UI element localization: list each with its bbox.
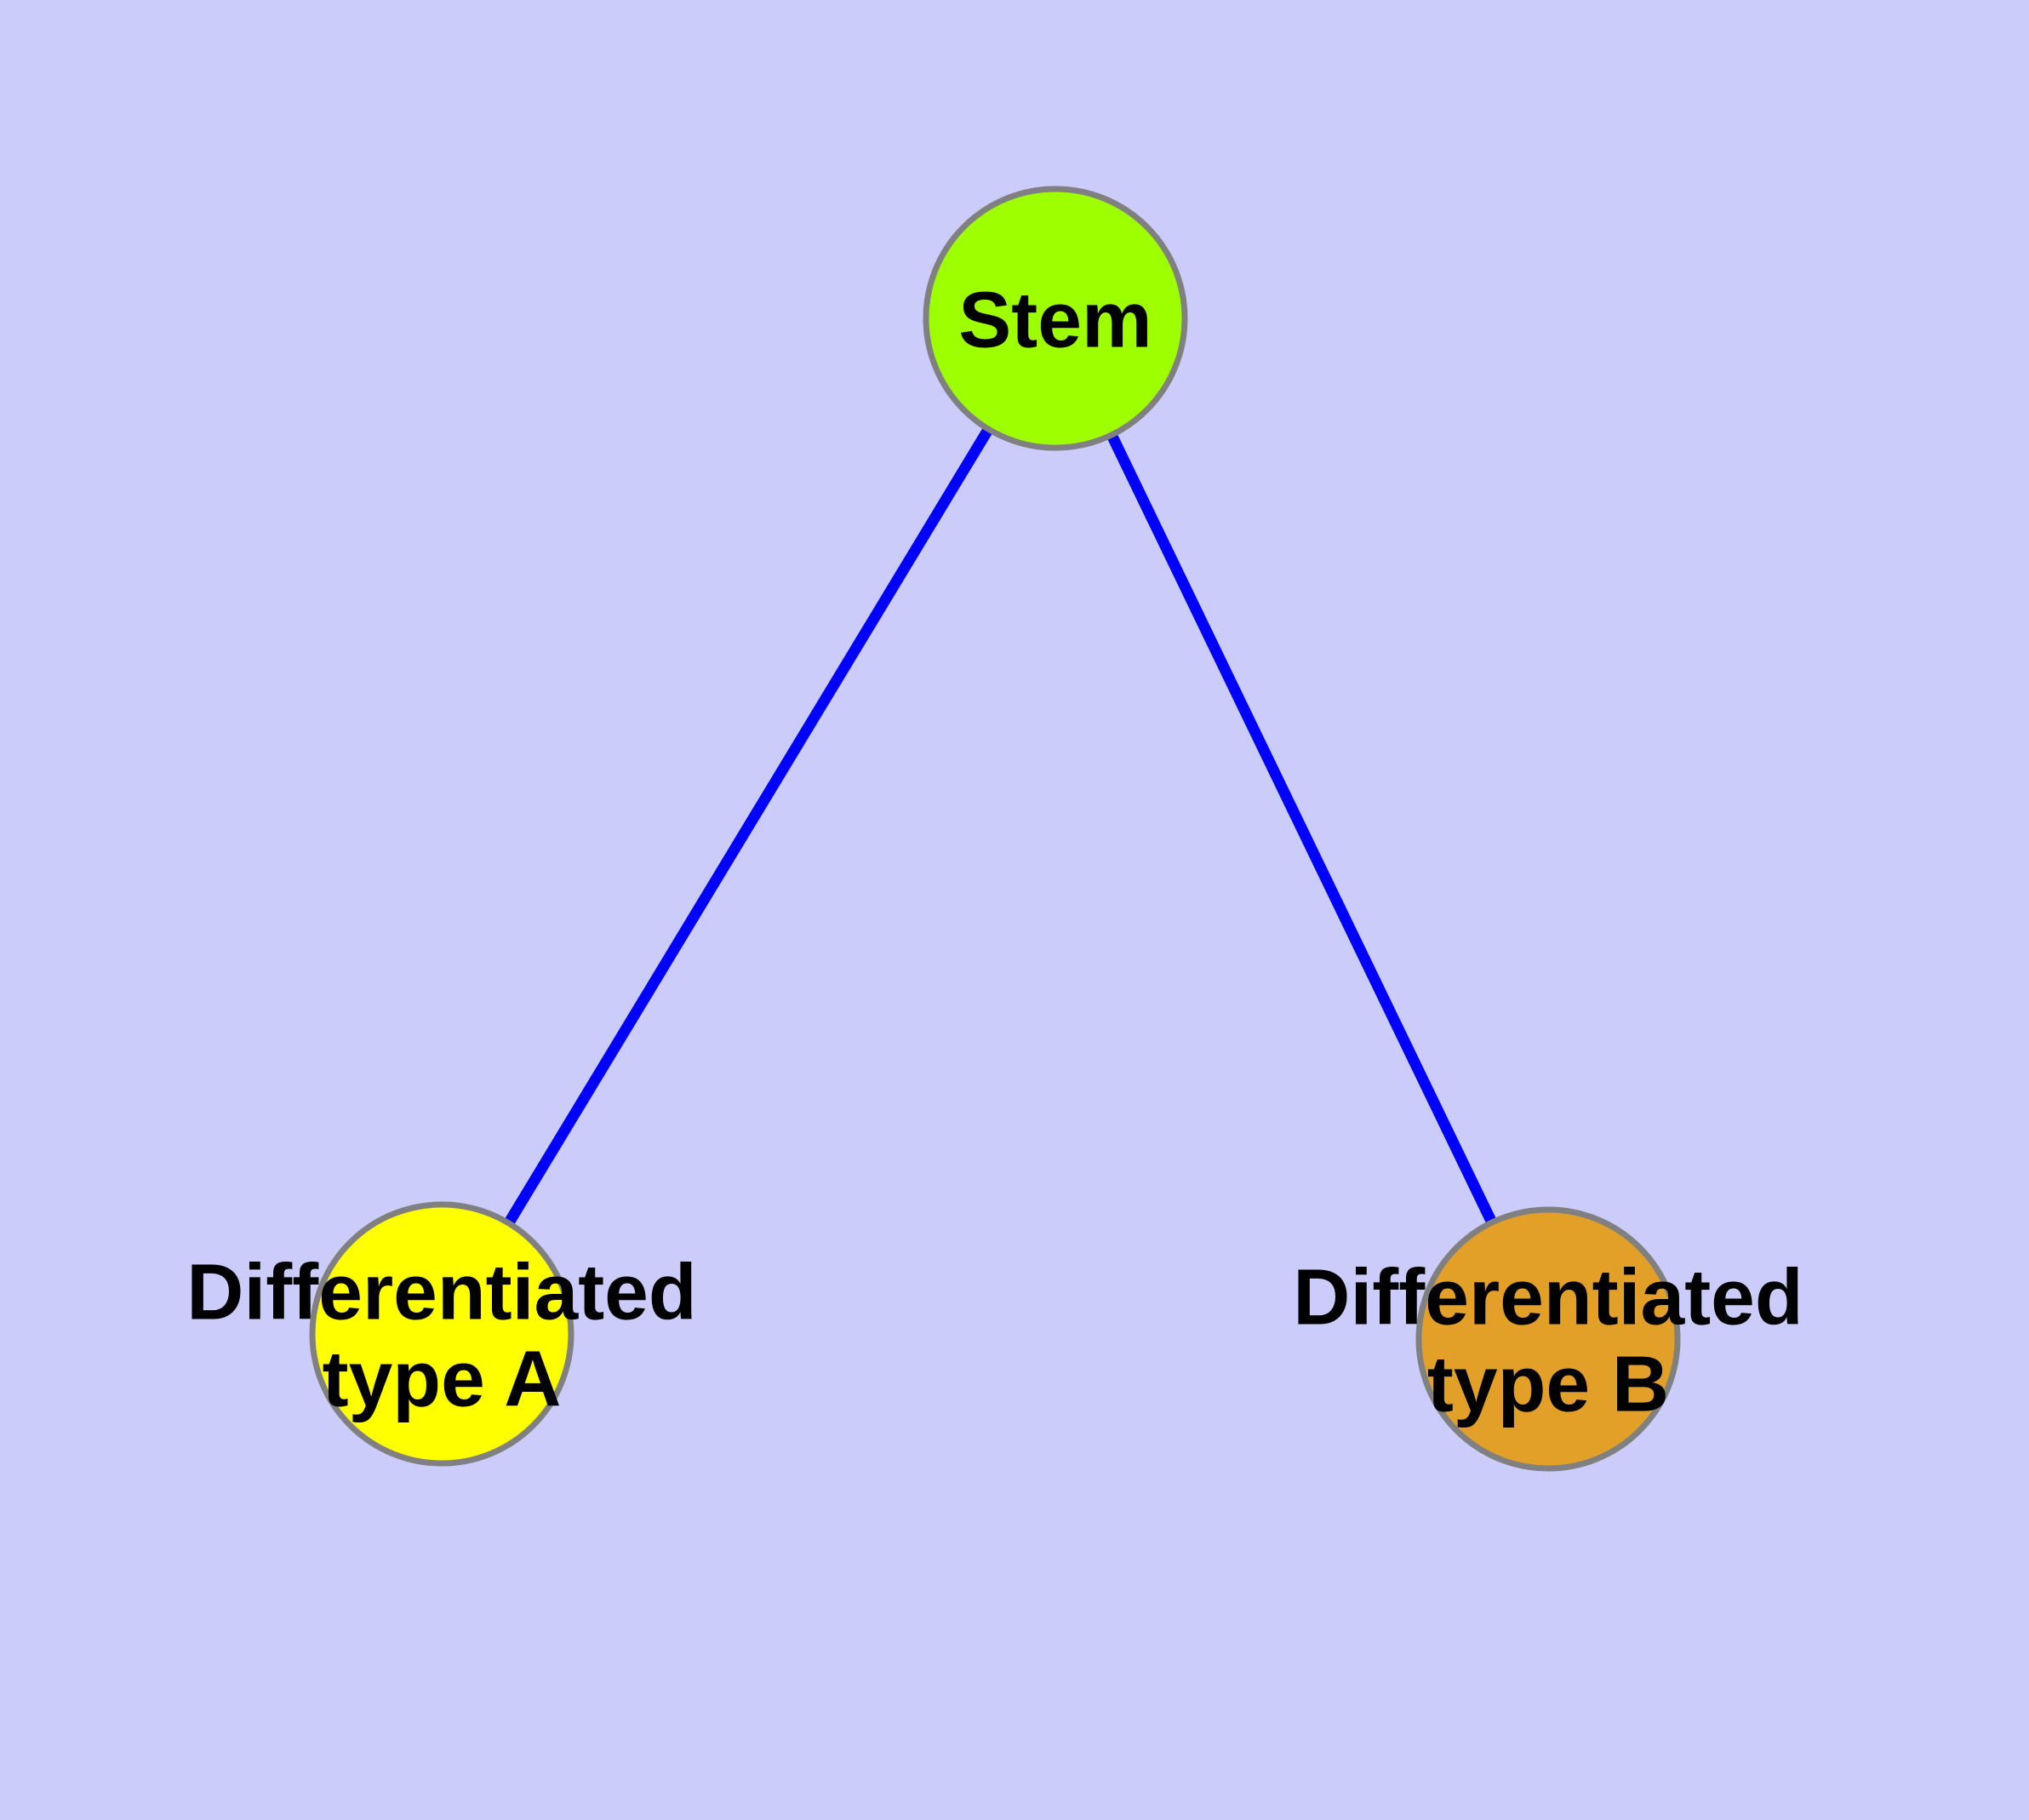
node-differentiated-type-a-circle[interactable] (309, 1201, 574, 1467)
node-differentiated-type-a[interactable] (309, 1201, 574, 1467)
label-line: type B (1427, 1339, 1669, 1428)
node-stem-label: Stem (958, 275, 1152, 363)
label-line: Differentiated (1293, 1252, 1803, 1341)
node-stem[interactable] (923, 186, 1188, 451)
node-differentiated-type-b[interactable] (1415, 1206, 1681, 1472)
label-line: Stem (958, 275, 1152, 363)
label-line: Differentiated (186, 1247, 696, 1336)
node-stem-circle[interactable] (923, 186, 1188, 451)
node-differentiated-type-b-circle[interactable] (1415, 1206, 1681, 1472)
nodes-layer (309, 186, 1681, 1472)
edges-layer (504, 426, 1497, 1227)
edge-stem-to-differentiated-type-b[interactable] (1106, 432, 1497, 1225)
edge-stem-to-differentiated-type-a[interactable] (504, 426, 993, 1227)
label-line: type A (323, 1334, 562, 1422)
